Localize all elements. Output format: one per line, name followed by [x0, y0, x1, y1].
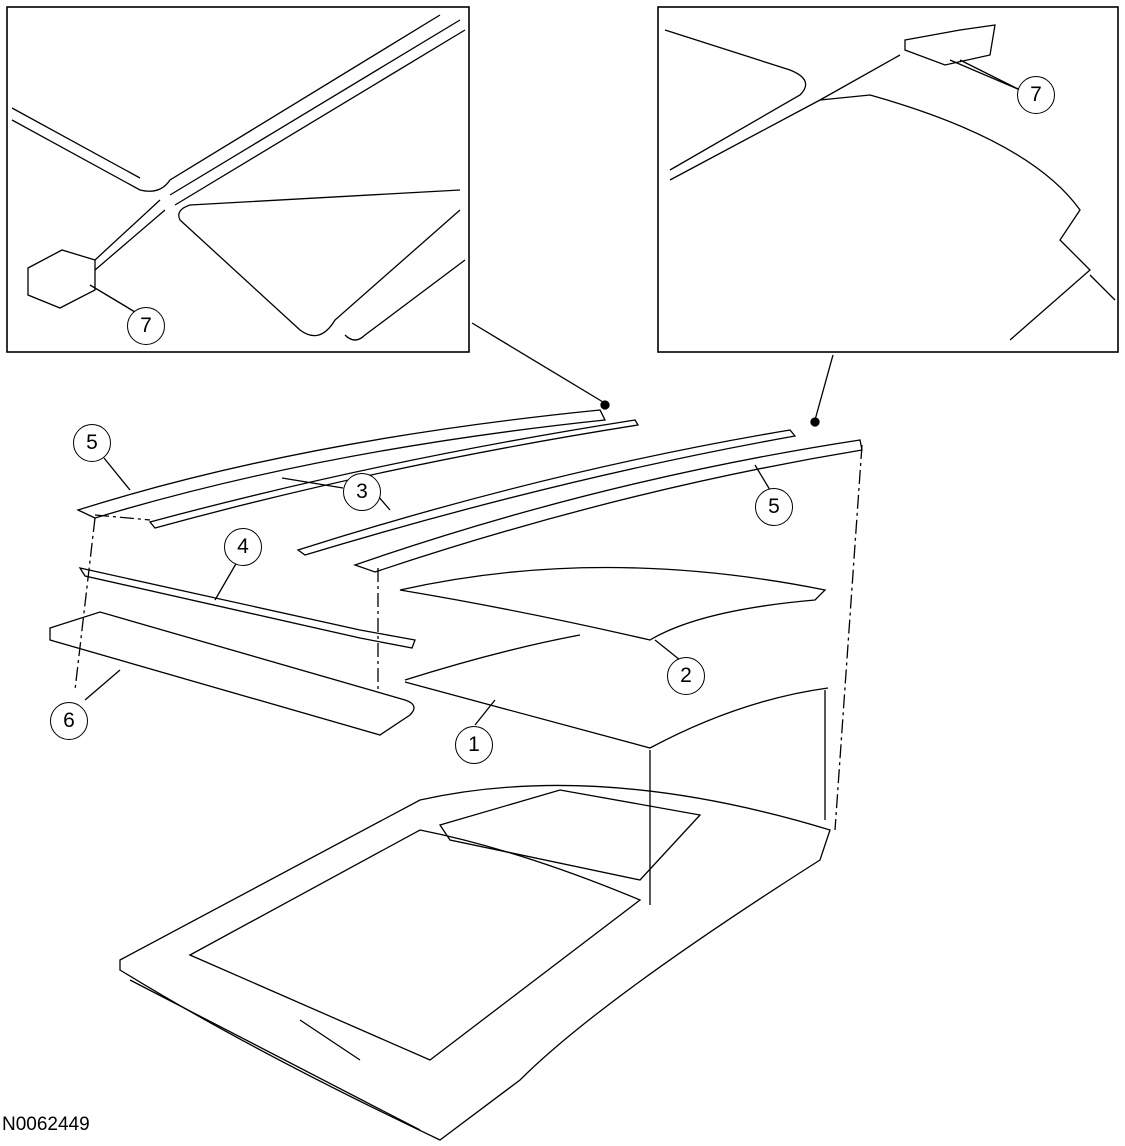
- detail-inset-left: [6, 6, 470, 353]
- callout-1: 1: [455, 726, 493, 764]
- guide-rail-left: [148, 419, 640, 529]
- wind-deflector: [78, 567, 416, 649]
- side-rail-left: [76, 409, 607, 519]
- right-inset-parts: [664, 24, 1116, 341]
- callout-5-left: 5: [73, 424, 111, 462]
- guide-rail-right: [296, 429, 797, 556]
- callout-7-right: 7: [1017, 76, 1055, 114]
- glass-seal: [404, 634, 829, 749]
- callout-7-left: 7: [127, 307, 165, 345]
- callout-2: 2: [667, 657, 705, 695]
- figure-id: N0062449: [2, 1114, 90, 1135]
- alignment-lines: [74, 444, 863, 831]
- detail-inset-right: [657, 6, 1119, 353]
- callout-5-right: 5: [755, 488, 793, 526]
- callout-4: 4: [224, 528, 262, 566]
- sunshade-front: [49, 611, 415, 736]
- callout-3: 3: [343, 473, 381, 511]
- roof-panel: [119, 784, 831, 1141]
- callout-6: 6: [50, 702, 88, 740]
- left-inset-parts: [11, 14, 466, 341]
- glass-panel: [399, 566, 827, 641]
